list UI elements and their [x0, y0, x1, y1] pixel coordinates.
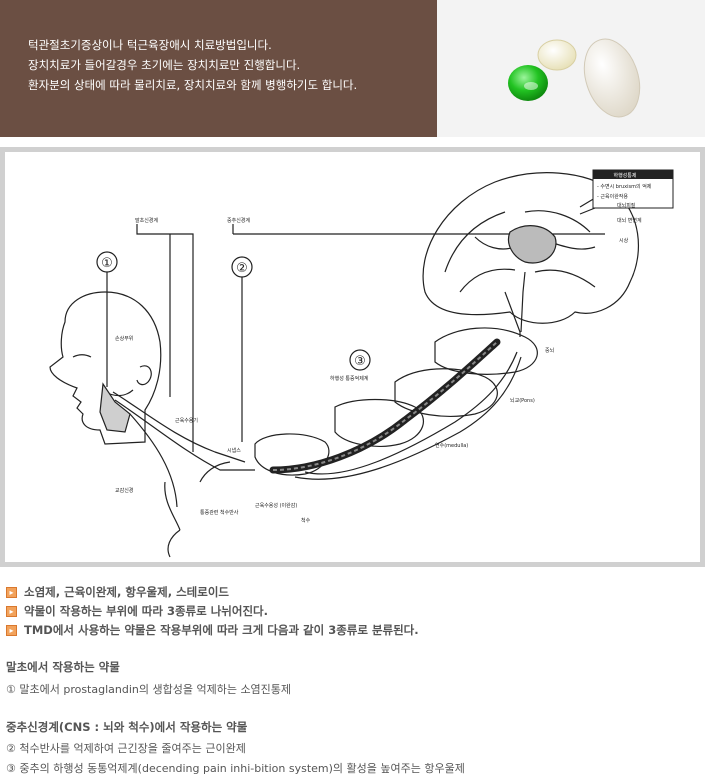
marker-1: ① [101, 256, 113, 271]
label-reflex: 통증관련 척수반사 [200, 509, 239, 516]
central-item-2: ② 척수반사를 억제하여 근긴장을 줄여주는 근이완제 [6, 742, 246, 755]
label-midbrain: 중뇌 [545, 347, 554, 354]
bullet-list: ▸ 소염제, 근육이완제, 항우울제, 스테로이드 ▸ 약물이 작용하는 부위에… [6, 583, 419, 640]
bullet-text-3: TMD에서 사용하는 약물은 작용부위에 따라 크게 다음과 같이 3종류로 분… [24, 623, 419, 637]
banner-line-2: 장치치료가 들어갈경우 초기에는 장치치료만 진행합니다. [28, 58, 301, 72]
label-spinal: 척수 [301, 517, 311, 524]
peripheral-item-1: ① 말초에서 prostaglandin의 생합성을 억제하는 소염진통제 [6, 683, 292, 696]
marker-2: ② [236, 261, 248, 276]
central-item-3: ③ 중추의 하행성 동통억제계(decending pain inhi-biti… [6, 762, 465, 775]
central-section-title: 중추신경계(CNS : 뇌와 척수)에서 작용하는 약물 [6, 720, 248, 734]
header-banner: 턱관절초기증상이나 턱근육장애시 치료방법입니다. 장치치료가 들어갈경우 초기… [0, 0, 705, 137]
bullet-text-1: 소염제, 근육이완제, 항우울제, 스테로이드 [24, 585, 229, 599]
label-ganglion: 교감신경 [115, 487, 133, 494]
masseter-muscle [99, 382, 131, 433]
label-sensory: 말초신경계 [135, 217, 158, 224]
label-top-box-1: - 수면시 bruxism의 억제 [597, 183, 652, 190]
yellow-pill [537, 39, 577, 71]
arrow-right-icon: ▸ [6, 586, 17, 598]
marker-3: ③ [354, 354, 366, 369]
peripheral-section-title: 말초에서 작용하는 약물 [6, 660, 120, 674]
label-limbic: 대뇌 변연계 [617, 217, 642, 224]
head-outline [49, 291, 162, 445]
banner-text: 턱관절초기증상이나 턱근육장애시 치료방법입니다. 장치치료가 들어갈경우 초기… [28, 35, 357, 95]
medulla-shape [334, 398, 424, 447]
arrow-right-icon: ▸ [6, 605, 17, 617]
pills-illustration [508, 38, 641, 118]
pain-pathway-diagram: 하행성통제 - 수면시 bruxism의 억제 - 근육이완작용 대뇌피질 대뇌… [5, 152, 700, 562]
banner-line-3: 환자분의 상태에 따라 물리치료, 장치치료와 함께 병행하기도 합니다. [28, 78, 358, 92]
arrow-right-icon: ▸ [6, 624, 17, 636]
brain-outline [422, 172, 640, 324]
ear-outline [136, 365, 152, 386]
label-thalamus: 시상 [619, 237, 629, 244]
label-medulla: 연수(medulla) [435, 442, 468, 449]
banner-line-1: 턱관절초기증상이나 턱근육장애시 치료방법입니다. [28, 38, 272, 52]
label-pons: 뇌교(Pons) [510, 397, 535, 404]
bullet-item: ▸ 약물이 작용하는 부위에 따라 3종류로 나뉘어진다. [6, 602, 419, 620]
bullet-item: ▸ 소염제, 근육이완제, 항우울제, 스테로이드 [6, 583, 419, 601]
banner-text-panel: 턱관절초기증상이나 턱근육장애시 치료방법입니다. 장치치료가 들어갈경우 초기… [0, 0, 437, 137]
pain-pathway-svg: 하행성통제 - 수면시 bruxism의 억제 - 근육이완작용 대뇌피질 대뇌… [49, 169, 674, 558]
white-capsule-pill [583, 38, 641, 118]
label-muscle: 근육수용기 [175, 417, 198, 424]
label-central: 중추신경계 [227, 217, 250, 224]
pills-photo [437, 0, 705, 137]
label-synapse: 시냅스 [227, 447, 241, 454]
label-top-box-2: - 근육이완작용 [597, 193, 628, 200]
descending-pathway [269, 338, 501, 474]
label-top-box: 하행성통제 [613, 172, 636, 179]
label-muscle-spindle: 근육수용성 (이완감) [255, 502, 297, 509]
bullet-item: ▸ TMD에서 사용하는 약물은 작용부위에 따라 크게 다음과 같이 3종류로… [6, 621, 419, 639]
label-cortex: 대뇌피질 [617, 202, 636, 209]
label-injury: 손상부위 [115, 335, 133, 342]
diagram-frame: 하행성통제 - 수면시 bruxism의 억제 - 근육이완작용 대뇌피질 대뇌… [0, 147, 705, 567]
label-descending: 하행성 통증억제계 [330, 375, 369, 382]
pons-shape [394, 368, 498, 417]
bullet-text-2: 약물이 작용하는 부위에 따라 3종류로 나뉘어진다. [24, 604, 268, 618]
marker-3-circle [349, 349, 371, 371]
